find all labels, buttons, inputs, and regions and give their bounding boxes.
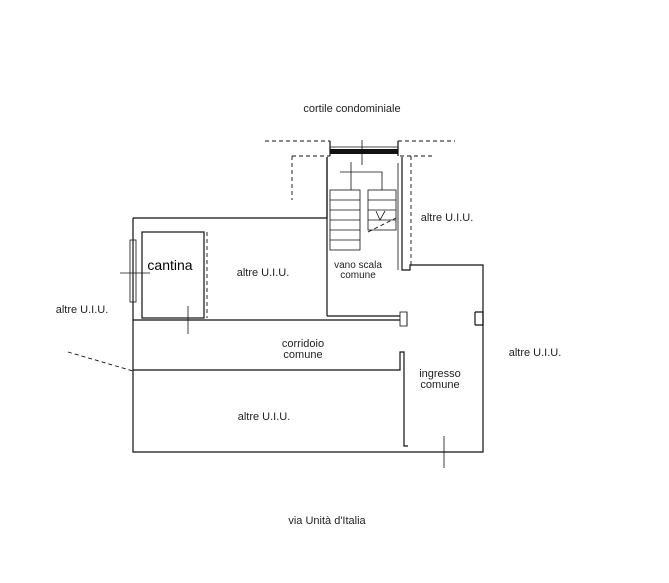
stairwell [326,157,400,317]
other-units-label-center: altre U.I.U. [237,267,290,279]
corridor-label-line1: corridoio [282,338,324,350]
boundary-leader [67,351,134,372]
corridor-label-line2: comune [283,349,322,361]
partition-walls [133,311,484,447]
stairwell-label-line1: vano scala [334,260,382,271]
stairwell-label-line2: comune [340,270,376,281]
courtyard-label: cortile condominiale [303,103,400,115]
street-label: via Unità d'Italia [288,515,366,527]
entrance-label-line2: comune [420,379,459,391]
other-units-label-right: altre U.I.U. [509,347,562,359]
cellar-room [120,231,208,334]
courtyard-door [329,140,399,165]
other-units-label-stair-right: altre U.I.U. [421,212,474,224]
stair-flight-right [367,189,397,233]
outer-walls [132,157,484,453]
other-units-label-bottom: altre U.I.U. [238,411,291,423]
stair-flight-left [329,189,361,251]
courtyard-boundary [265,140,455,265]
entrance-label-line1: ingresso [419,368,461,380]
other-units-label-left: altre U.I.U. [56,304,109,316]
cellar-label: cantina [147,257,192,273]
